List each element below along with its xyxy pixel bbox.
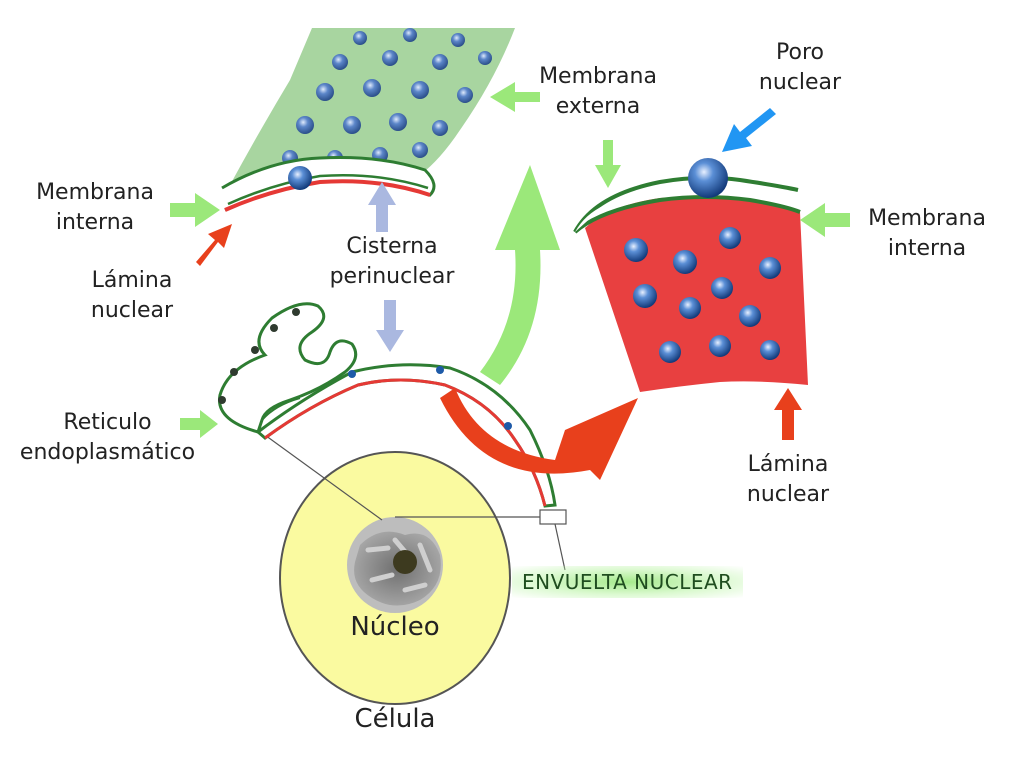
label-membrana-interna-left: Membrana interna (36, 180, 154, 235)
label-cisterna-perinuclear: Cisterna perinuclear (329, 234, 455, 289)
arrow-cisterna-down (376, 300, 404, 352)
inner-membrane-panel (573, 158, 808, 392)
label-reticulo-endoplasmatico: Reticulo endoplasmático (19, 410, 196, 465)
arrow-membrana-interna-right (800, 203, 850, 237)
nucleolus (393, 550, 417, 574)
label-lamina-nuclear-left: Lámina nuclear (90, 268, 174, 323)
arrow-membrana-externa-top (490, 82, 540, 112)
arrow-membrana-externa-down (595, 140, 621, 188)
label-lamina-nuclear-right: Lámina nuclear (746, 452, 830, 507)
arrow-cisterna-up (368, 182, 396, 232)
nucleus (347, 517, 443, 613)
nuclear-pore-right (688, 158, 728, 198)
label-poro-nuclear: Poro nuclear (758, 40, 842, 95)
green-curved-arrow (480, 165, 560, 385)
label-membrana-interna-right: Membrana interna (868, 206, 986, 261)
nuclear-pore-top (288, 166, 312, 190)
envelope-zoom-box (539, 509, 567, 525)
label-membrana-externa: Membrana externa (539, 64, 657, 119)
arrow-membrana-interna-left (170, 193, 220, 227)
endoplasmic-reticulum (217, 302, 358, 434)
arrow-lamina-nuclear-left (196, 224, 232, 266)
label-envuelta-nuclear: ENVUELTA NUCLEAR (512, 566, 743, 598)
label-nucleo: Núcleo (350, 612, 440, 642)
arrow-reticulo (180, 410, 218, 438)
label-celula: Célula (354, 704, 436, 734)
arrow-poro-nuclear (722, 108, 776, 152)
red-curved-arrow (440, 388, 638, 480)
outer-membrane-panel (221, 28, 515, 212)
arrow-lamina-nuclear-right (774, 388, 802, 440)
